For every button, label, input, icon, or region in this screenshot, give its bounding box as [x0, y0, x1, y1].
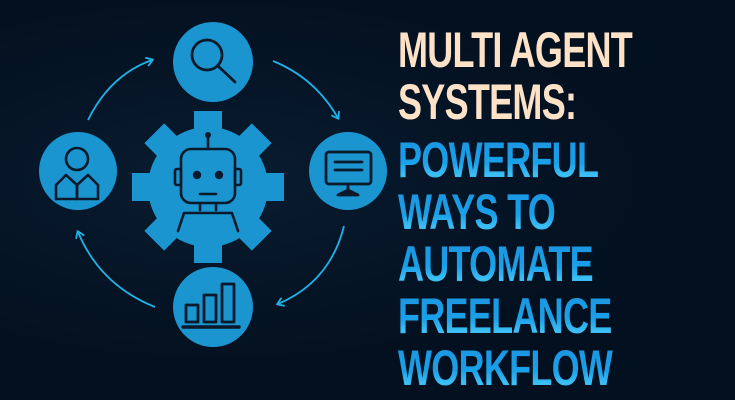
subtitle-line-2: WAYS TO [398, 186, 641, 238]
node-bottom [173, 267, 253, 347]
subtitle-line-5: WORKFLOW [398, 342, 641, 394]
monitor-icon [324, 150, 373, 197]
arrow-left-to-top [87, 57, 154, 121]
subtitle-line-1: POWERFUL [398, 134, 641, 186]
node-top [173, 22, 253, 102]
user-icon [54, 146, 100, 201]
bar-chart-icon [181, 282, 241, 329]
arrow-bottom-to-left [75, 230, 156, 308]
magnifying-glass-icon [190, 38, 237, 84]
arrow-top-to-right [272, 60, 340, 120]
title-line-1: MULTI AGENT [398, 22, 633, 78]
node-left [39, 132, 117, 210]
headline: MULTI AGENT SYSTEMS: POWERFUL WAYS TO AU… [398, 24, 735, 394]
title-line-2: SYSTEMS: [398, 74, 577, 130]
subtitle-line-3: AUTOMATE [398, 238, 641, 290]
workflow-diagram [39, 22, 387, 347]
arrow-right-to-bottom [276, 225, 345, 307]
node-right [309, 132, 387, 210]
subtitle-line-4: FREELANCE [398, 290, 641, 342]
robot-in-gear-icon [132, 111, 284, 263]
